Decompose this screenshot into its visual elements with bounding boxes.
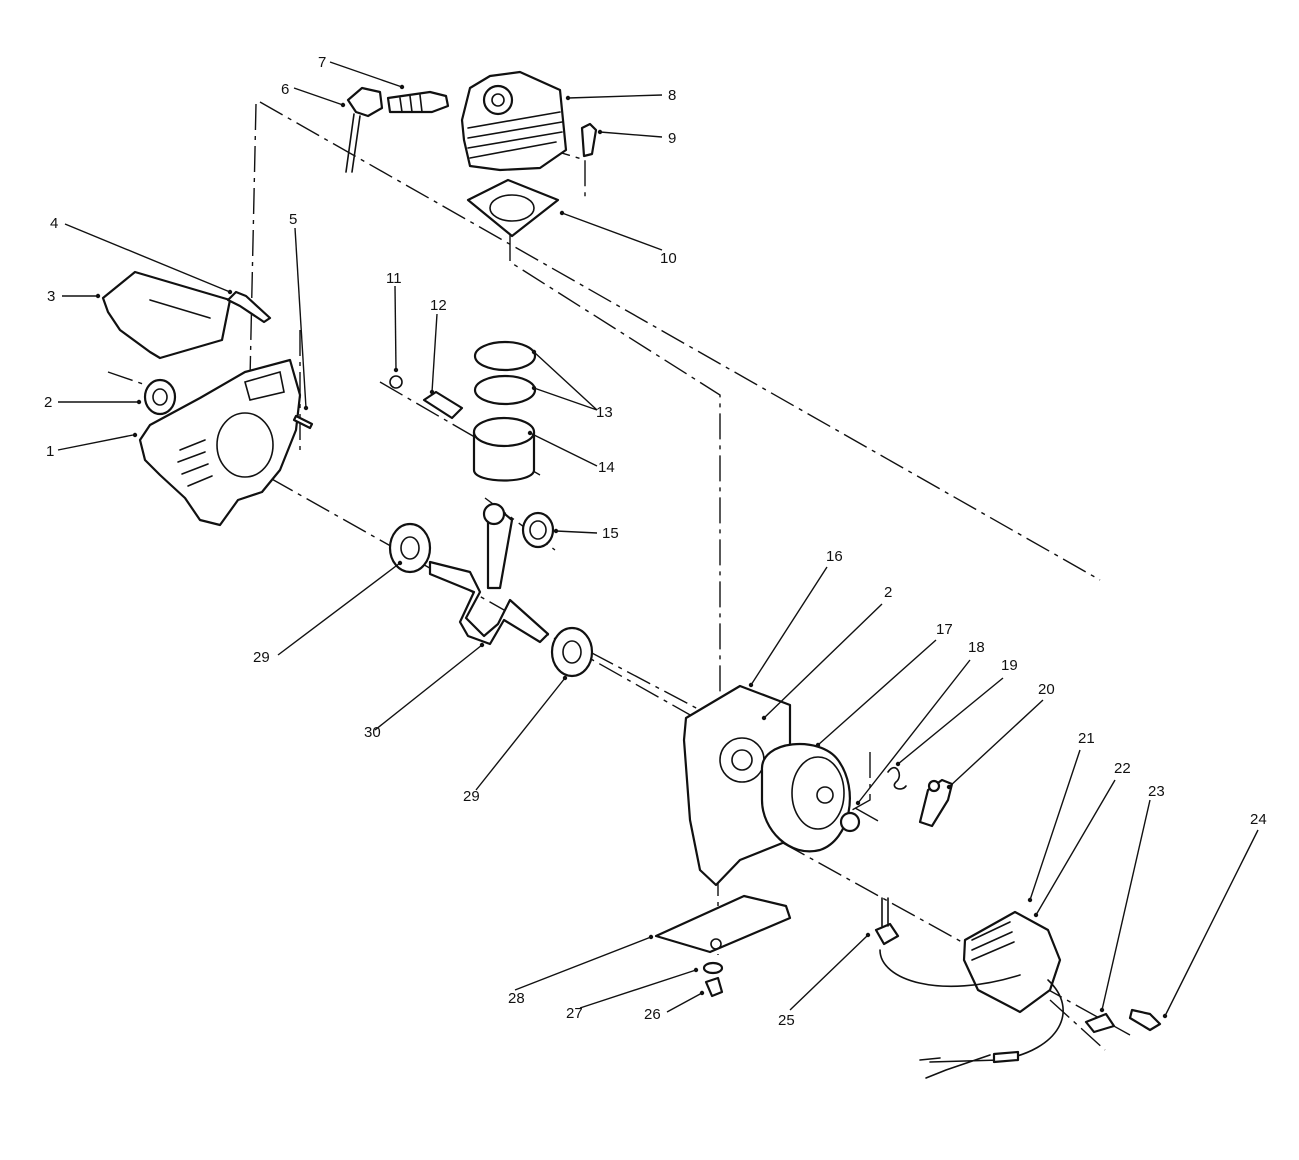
callout-11: 11 xyxy=(386,270,402,287)
part-washer-27 xyxy=(702,961,724,975)
callout-17: 17 xyxy=(936,621,953,638)
part-crankcase-housing xyxy=(682,684,792,887)
part-screw-4 xyxy=(226,290,272,324)
callout-1: 1 xyxy=(46,443,54,460)
callout-26: 26 xyxy=(644,1006,661,1023)
part-crankshaft xyxy=(428,502,550,646)
callout-18: 18 xyxy=(968,639,985,656)
leader-lines xyxy=(57,61,1259,1017)
part-grommet-25 xyxy=(874,897,900,946)
callout-29-upper: 29 xyxy=(253,649,270,666)
part-gasket-10 xyxy=(466,178,560,238)
callout-2-right: 2 xyxy=(884,584,892,601)
leader-dots xyxy=(95,84,1168,1019)
callout-6: 6 xyxy=(281,81,289,98)
callout-2-left: 2 xyxy=(44,394,52,411)
part-ignition-boot xyxy=(345,86,384,173)
callout-5: 5 xyxy=(289,211,297,228)
callout-19: 19 xyxy=(1001,657,1018,674)
part-piston xyxy=(472,416,536,482)
part-gasket-shield xyxy=(101,270,232,360)
callout-10: 10 xyxy=(660,250,677,267)
part-seal-2-left xyxy=(143,378,177,416)
part-ignition-module xyxy=(879,910,1064,1063)
part-spark-plug xyxy=(386,90,450,114)
callout-16: 16 xyxy=(826,548,843,565)
callout-22: 22 xyxy=(1114,760,1131,777)
callout-3: 3 xyxy=(47,288,55,305)
part-piston-pin xyxy=(422,390,464,420)
part-needle-bearing xyxy=(521,511,555,549)
part-bearing-29-upper xyxy=(388,522,432,574)
callout-14: 14 xyxy=(598,459,615,476)
callout-7: 7 xyxy=(318,54,326,71)
callout-15: 15 xyxy=(602,525,619,542)
part-screw-9 xyxy=(580,122,598,158)
callout-29-lower: 29 xyxy=(463,788,480,805)
callout-13: 13 xyxy=(596,404,613,421)
part-pawl-20 xyxy=(918,778,954,828)
callout-25: 25 xyxy=(778,1012,795,1029)
callout-9: 9 xyxy=(668,130,676,147)
callout-30: 30 xyxy=(364,724,381,741)
callout-8: 8 xyxy=(668,87,676,104)
part-pin-5 xyxy=(292,414,314,430)
callout-labels: 1 2 3 4 5 6 7 8 9 10 11 12 13 14 15 16 2… xyxy=(44,54,1267,1029)
part-bracket-28 xyxy=(654,894,792,954)
part-bearing-29-lower xyxy=(550,626,594,678)
part-cylinder xyxy=(460,70,568,172)
part-terminal-wires xyxy=(919,1050,1020,1079)
part-flywheel xyxy=(760,742,851,853)
callout-23: 23 xyxy=(1148,783,1165,800)
part-nut-18 xyxy=(839,811,861,833)
callout-12: 12 xyxy=(430,297,447,314)
part-screw-26 xyxy=(704,976,724,998)
callout-4: 4 xyxy=(50,215,58,232)
part-crankcase-half xyxy=(138,358,302,527)
part-clip-11 xyxy=(389,375,403,389)
callout-21: 21 xyxy=(1078,730,1095,747)
part-screw-24 xyxy=(1128,1008,1162,1032)
assembly-axis-lines xyxy=(107,101,1131,1051)
part-clip-23 xyxy=(1084,1012,1116,1034)
callout-27: 27 xyxy=(566,1005,583,1022)
part-piston-rings xyxy=(473,340,537,406)
callout-28: 28 xyxy=(508,990,525,1007)
part-spring-19 xyxy=(887,766,907,790)
callout-24: 24 xyxy=(1250,811,1267,828)
callout-20: 20 xyxy=(1038,681,1055,698)
